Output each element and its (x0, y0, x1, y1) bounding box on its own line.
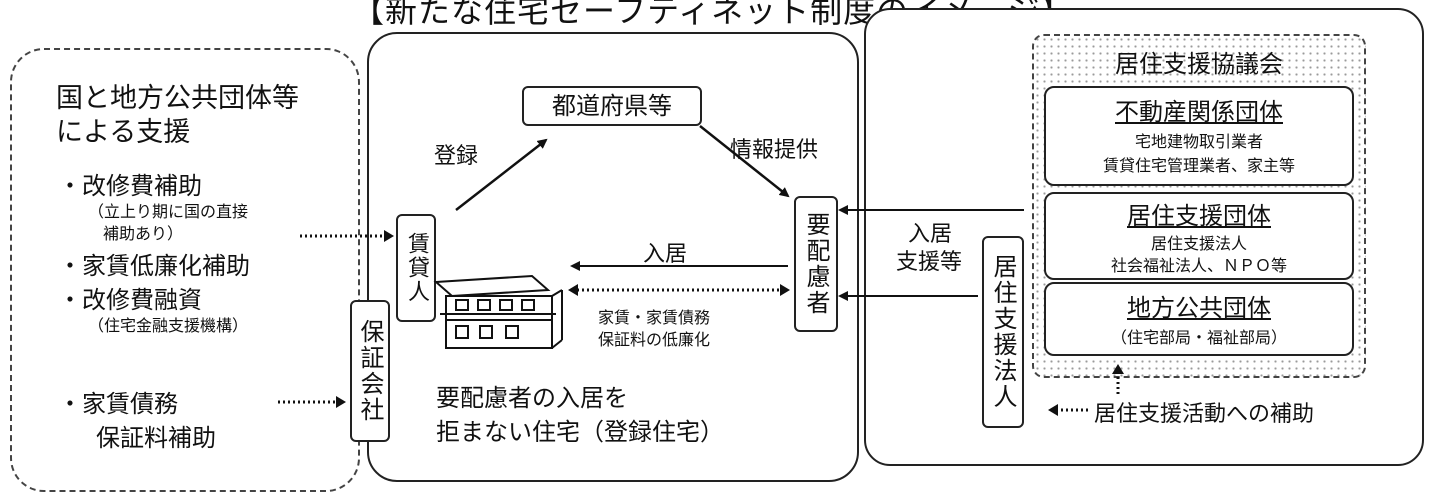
support-item-rent-reduction: ・家賃低廉化補助 (58, 252, 250, 280)
activity-subsidy-label: 居住支援活動への補助 (1094, 402, 1315, 427)
apartment-building-illustration (433, 274, 563, 349)
support-corp-box: 居住支援法人 (982, 236, 1024, 428)
support-group-line-1: 居住支援法人 (1150, 234, 1247, 253)
support-item-renovation-note-2: 補助あり） (103, 224, 184, 243)
local-gov-line-1: （住宅部局・福祉部局） (1110, 328, 1287, 347)
prefecture-box: 都道府県等 (522, 86, 702, 126)
bottom-caption-2: 拒まない住宅（登録住宅） (436, 418, 724, 446)
realestate-group-line-2: 賃貸住宅管理業者、家主等 (1102, 156, 1295, 175)
support-group-name: 居住支援団体 (1127, 202, 1271, 230)
landlord-box: 賃貸人 (396, 214, 436, 322)
move-in-support-label-2: 支援等 (896, 250, 963, 275)
rent-note-1: 家賃・家賃債務 (598, 308, 711, 327)
support-group-line-2: 社会福祉法人、ＮＰＯ等 (1110, 256, 1287, 275)
support-item-guarantee-1: ・家賃債務 (58, 390, 178, 418)
bottom-caption-1: 要配慮者の入居を (436, 384, 628, 412)
support-item-loan: ・改修費融資 (58, 286, 202, 314)
move-in-label: 入居 (643, 242, 688, 267)
support-heading-2: による支援 (56, 117, 191, 148)
support-item-renovation: ・改修費補助 (58, 172, 202, 200)
support-item-renovation-note-1: （立上り期に国の直接 (88, 202, 249, 221)
info-arrow (699, 125, 790, 198)
realestate-group-name: 不動産関係団体 (1115, 98, 1283, 126)
realestate-group-box (1044, 86, 1354, 186)
support-group-box (1044, 192, 1354, 280)
register-label: 登録 (434, 144, 479, 169)
council-title: 居住支援協議会 (1115, 50, 1283, 78)
info-provision-label: 情報提供 (730, 138, 819, 163)
support-panel (10, 48, 360, 492)
realestate-group-line-1: 宅地建物取引業者 (1134, 132, 1263, 151)
guarantor-box: 保証会社 (350, 300, 390, 442)
tenant-box: 要配慮者 (794, 196, 838, 332)
local-gov-name: 地方公共団体 (1127, 294, 1271, 322)
support-item-loan-note: （住宅金融支援機構） (88, 316, 249, 335)
move-in-support-label-1: 入居 (908, 222, 953, 247)
register-arrow (455, 138, 548, 211)
rent-note-2: 保証料の低廉化 (598, 330, 711, 349)
support-item-guarantee-2: 保証料補助 (96, 424, 216, 452)
support-heading-1: 国と地方公共団体等 (56, 83, 299, 114)
local-gov-box (1044, 282, 1354, 356)
